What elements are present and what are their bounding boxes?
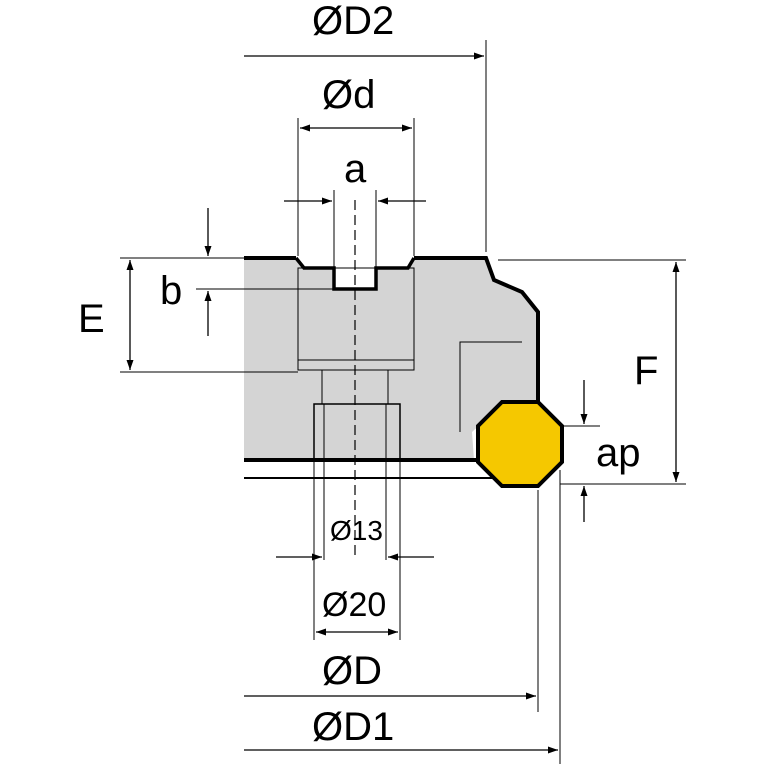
label-d13: Ø13: [330, 515, 383, 546]
bore-step: [297, 359, 415, 371]
label-e: E: [78, 297, 105, 341]
label-a: a: [344, 147, 367, 191]
insert-pocket: [459, 341, 522, 432]
counterbore-20: [313, 403, 401, 461]
label-d1: ØD1: [312, 705, 394, 749]
body-top-edge: [244, 256, 540, 402]
label-d: Ød: [322, 73, 375, 117]
label-f: F: [634, 349, 658, 393]
cutter-body: [244, 258, 538, 460]
label-b: b: [160, 269, 182, 313]
label-ap: ap: [596, 431, 641, 475]
label-dd: ØD: [322, 649, 382, 693]
label-d2: ØD2: [312, 0, 394, 43]
label-d20: Ø20: [322, 586, 386, 624]
octagon-insert: [476, 400, 564, 488]
